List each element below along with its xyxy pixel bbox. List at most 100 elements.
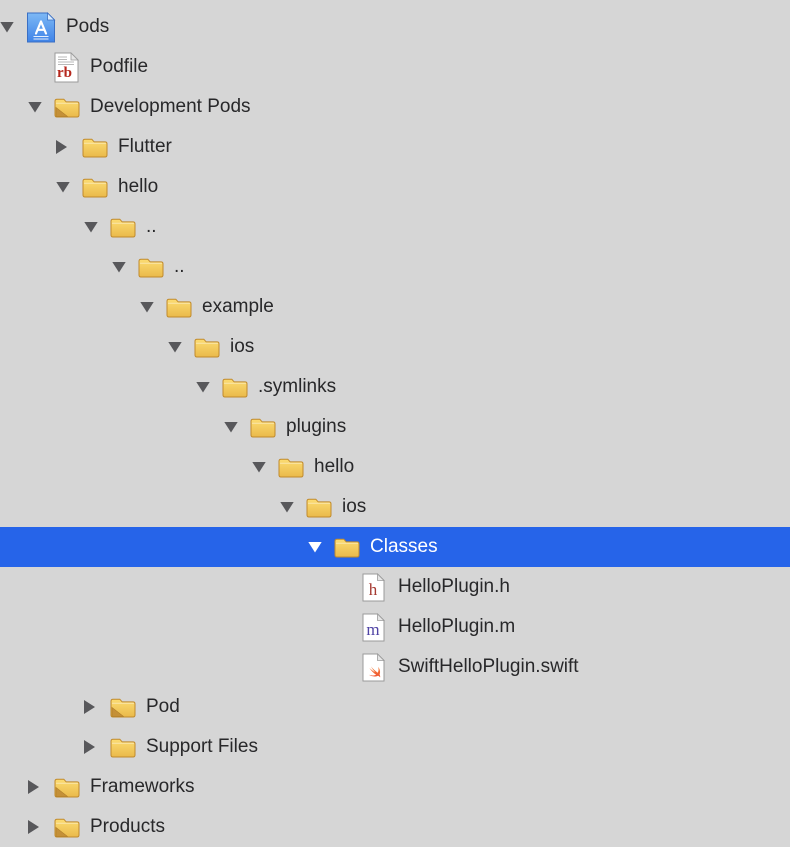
folder-group-icon-slot [54,777,80,798]
indent-spacer [0,587,336,588]
tree-row-helloplugin-m[interactable]: m HelloPlugin.m [0,607,790,647]
swift-file-icon [362,652,385,681]
folder-icon-slot [166,297,192,318]
row-label: Pods [66,16,110,37]
tree-row-helloplugin-h[interactable]: h HelloPlugin.h [0,567,790,607]
disclosure-triangle-expanded-icon[interactable] [252,461,278,473]
disclosure-triangle-expanded-icon[interactable] [224,421,250,433]
svg-text:rb: rb [57,65,72,81]
folder-icon [250,418,276,437]
indent-spacer [0,307,140,308]
row-label: plugins [286,416,347,437]
disclosure-triangle-expanded-icon[interactable] [168,341,194,353]
indent-spacer [0,107,28,108]
tree-row-plugins[interactable]: plugins [0,407,790,447]
svg-text:h: h [369,580,378,599]
folder-icon-slot [138,257,164,278]
indent-spacer [0,787,28,788]
tree-row-example[interactable]: example [0,287,790,327]
row-label: .. [146,216,157,237]
file-swift-icon-slot [362,652,388,682]
folder-icon-slot [334,537,360,558]
disclosure-triangle-expanded-icon[interactable] [28,101,54,113]
disclosure-triangle-collapsed-icon[interactable] [28,780,54,794]
disclosure-triangle-expanded-icon[interactable] [280,501,306,513]
disclosure-triangle-collapsed-icon[interactable] [84,700,110,714]
folder-icon [278,458,304,477]
folder-icon [82,178,108,197]
row-label: Products [90,816,165,837]
folder-icon-slot [110,217,136,238]
folder-icon [110,738,136,757]
disclosure-triangle-expanded-icon[interactable] [0,21,26,33]
indent-spacer [0,267,112,268]
tree-row-hello[interactable]: hello [0,447,790,487]
disclosure-triangle-expanded-icon[interactable] [308,541,334,553]
tree-row-classes[interactable]: Classes [0,527,790,567]
disclosure-triangle-expanded-icon[interactable] [56,181,82,193]
indent-spacer [0,147,56,148]
file-h-icon-slot: h [362,572,388,602]
tree-row-podfile[interactable]: rb Podfile [0,47,790,87]
xcode-project-icon [27,11,56,42]
tree-row-ios[interactable]: ios [0,487,790,527]
tree-row-ios[interactable]: ios [0,327,790,367]
row-label: Development Pods [90,96,251,117]
disclosure-triangle-expanded-icon[interactable] [140,301,166,313]
tree-row-symlinks[interactable]: .symlinks [0,367,790,407]
row-label: ios [342,496,367,517]
indent-spacer [0,547,308,548]
folder-icon-slot [82,177,108,198]
indent-spacer [0,67,28,68]
tree-row-development-pods[interactable]: Development Pods [0,87,790,127]
folder-group-icon-slot [54,97,80,118]
row-label: Flutter [118,136,172,157]
tree-row-swifthelloplugin-swift[interactable]: SwiftHelloPlugin.swift [0,647,790,687]
ruby-file-icon: rb [54,51,79,82]
indent-spacer [0,627,336,628]
xcode-project-icon-slot [26,11,56,43]
disclosure-triangle-collapsed-icon[interactable] [28,820,54,834]
tree-row-pods[interactable]: Pods [0,7,790,47]
tree-row-frameworks[interactable]: Frameworks [0,767,790,807]
folder-icon [194,338,220,357]
indent-spacer [0,427,224,428]
implementation-file-icon: m [362,612,385,641]
row-label: .. [174,256,185,277]
row-label: Classes [370,536,438,557]
row-label: Pod [146,696,180,717]
ruby-file-icon-slot: rb [54,51,80,83]
row-label: hello [118,176,159,197]
folder-icon [306,498,332,517]
tree-row-flutter[interactable]: Flutter [0,127,790,167]
disclosure-triangle-expanded-icon[interactable] [112,261,138,273]
indent-spacer [0,227,84,228]
row-label: Podfile [90,56,149,77]
folder-group-icon [54,98,80,117]
indent-spacer [0,747,84,748]
folder-group-icon [110,698,136,717]
indent-spacer [0,467,252,468]
tree-row-products[interactable]: Products [0,807,790,847]
folder-group-icon [54,818,80,837]
disclosure-triangle-expanded-icon[interactable] [196,381,222,393]
tree-row-[interactable]: .. [0,247,790,287]
row-label: ios [230,336,255,357]
tree-row-pod[interactable]: Pod [0,687,790,727]
disclosure-triangle-collapsed-icon[interactable] [56,140,82,154]
svg-text:m: m [366,620,379,639]
disclosure-triangle-expanded-icon[interactable] [84,221,110,233]
folder-icon [110,218,136,237]
folder-icon-slot [82,137,108,158]
indent-spacer [0,387,196,388]
row-label: Support Files [146,736,258,757]
disclosure-triangle-collapsed-icon[interactable] [84,740,110,754]
row-label: HelloPlugin.h [398,576,510,597]
tree-row-hello[interactable]: hello [0,167,790,207]
row-label: example [202,296,274,317]
tree-row-support-files[interactable]: Support Files [0,727,790,767]
folder-icon [82,138,108,157]
tree-row-[interactable]: .. [0,207,790,247]
indent-spacer [0,347,168,348]
